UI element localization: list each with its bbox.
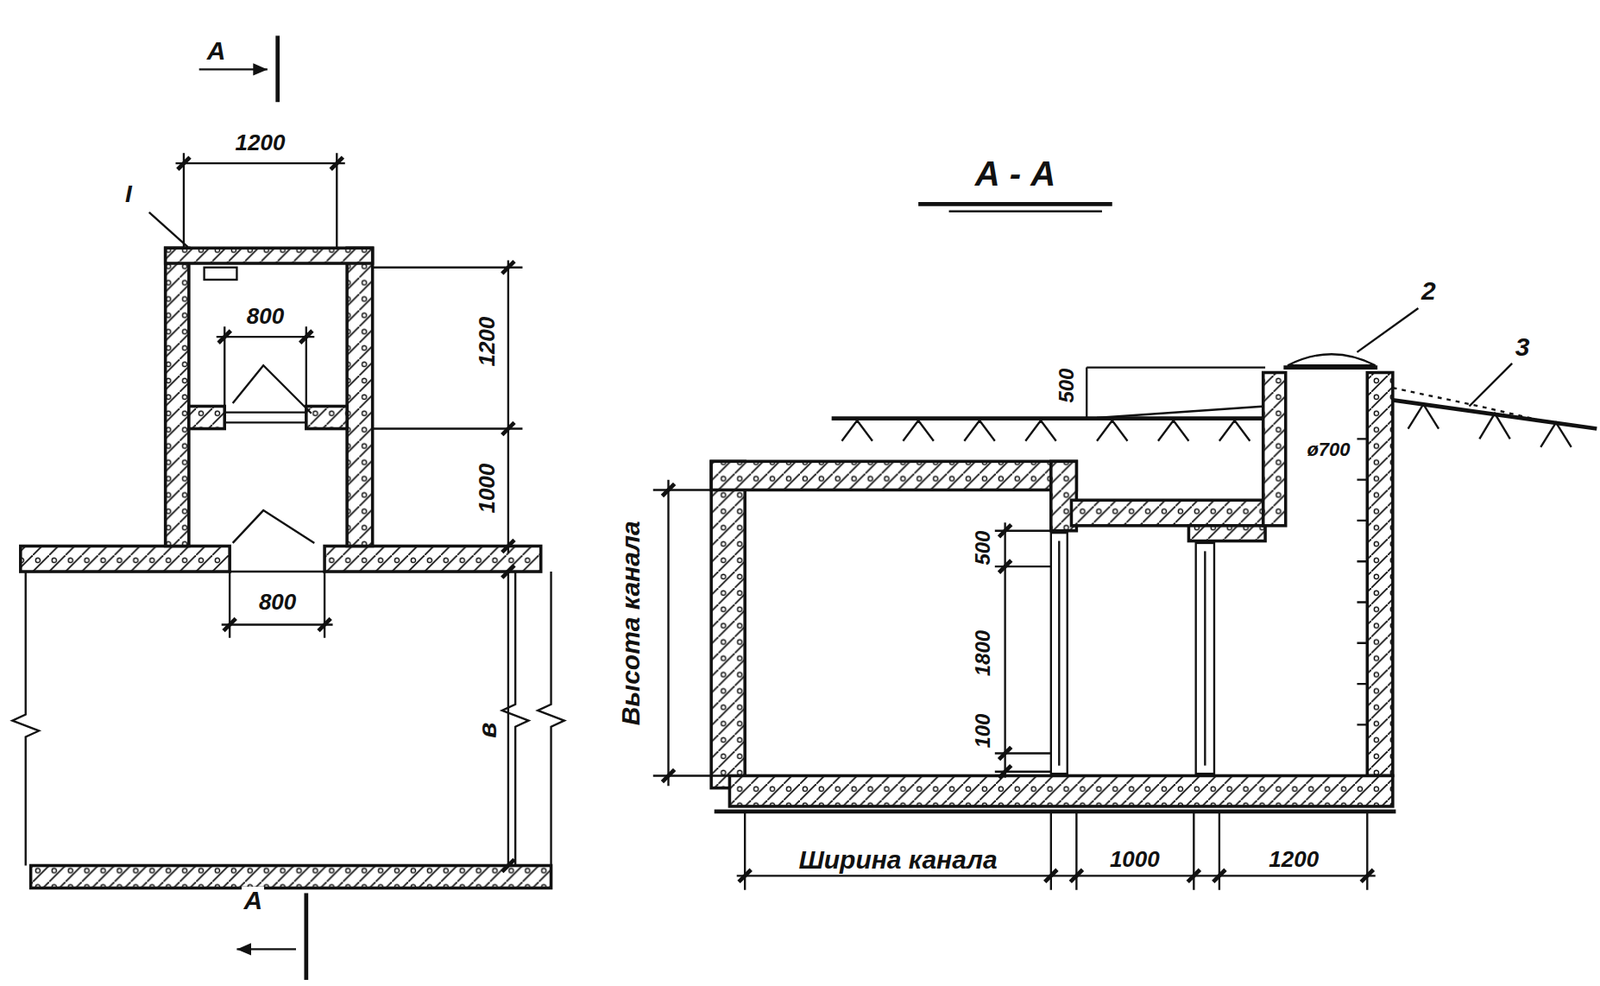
callout-number: 3 [1513, 333, 1532, 361]
drawing-line [221, 571, 334, 638]
drawing-line [275, 35, 280, 102]
drawing-line [1392, 387, 1541, 421]
drawing-line [1051, 532, 1068, 774]
drawing-line [1287, 353, 1376, 366]
drawing-line [233, 510, 315, 543]
drawing-line [653, 479, 731, 787]
drawing-line [306, 406, 347, 429]
drawing-line [995, 522, 1052, 778]
drawing-line [502, 565, 515, 872]
dimension-label: Высота канала [617, 518, 645, 727]
dimension-label: 800 [257, 590, 298, 614]
callout-number: 2 [1419, 277, 1438, 305]
drawing-line [165, 247, 373, 264]
drawing-line [537, 571, 565, 865]
drawing-line [1070, 499, 1266, 526]
dimension-label: 800 [245, 304, 286, 328]
drawing-line [218, 330, 313, 343]
drawing-line [1058, 541, 1060, 766]
drawing-line [20, 545, 230, 572]
drawing-line [236, 942, 252, 955]
drawing-line [1196, 542, 1215, 774]
section-title: А - А [973, 155, 1058, 192]
drawing-line [999, 524, 1012, 778]
section-letter: А [205, 37, 228, 65]
drawing-line [1188, 525, 1266, 542]
drawing-line [1263, 372, 1286, 526]
drawing-line [216, 326, 315, 406]
dimension-label: 1200 [1266, 847, 1321, 871]
plan-view [12, 35, 565, 980]
drawing-line [12, 571, 39, 865]
drawing-line [372, 259, 542, 553]
drawing-line [507, 571, 510, 865]
dimension-label: 1200 [476, 314, 500, 369]
drawing-line [1356, 308, 1418, 353]
drawing-line [1283, 365, 1378, 370]
drawing-line [1469, 363, 1513, 407]
drawing-line [918, 201, 1113, 207]
dimension-label: 1000 [476, 460, 500, 515]
dimension-label: 1000 [1108, 847, 1162, 871]
drawing-line [233, 365, 312, 414]
dimension-label: 100 [971, 711, 994, 750]
drawing-line [175, 152, 345, 248]
section-view [653, 203, 1598, 889]
dimension-label: ø700 [1304, 439, 1352, 460]
dimension-label: Ширина канала [796, 845, 999, 874]
drawing-line [1408, 403, 1572, 448]
drawing-line [949, 210, 1103, 213]
drawing-line [177, 157, 344, 170]
drawing-line [303, 892, 309, 979]
drawing-line [1366, 372, 1393, 776]
drawing-line [1356, 438, 1367, 725]
dimension-label: в [473, 719, 502, 739]
drawing-line [729, 774, 1393, 806]
dimension-label: 500 [1055, 366, 1078, 405]
drawing-line [711, 460, 745, 788]
drawing-line [229, 570, 325, 573]
drawing-line [223, 617, 331, 630]
drawing-line [502, 261, 515, 553]
drawing-line [149, 212, 189, 247]
drawing-line [841, 420, 1250, 441]
drawing-line [346, 247, 373, 546]
dimension-label: 1800 [971, 628, 994, 678]
dimension-label: 1200 [233, 131, 288, 155]
drawing-line [661, 483, 675, 782]
drawing-line [714, 808, 1397, 813]
section-letter: А [241, 886, 265, 914]
drawing-line [831, 415, 1266, 421]
drawing-line [1203, 550, 1206, 765]
drawing-line [502, 571, 530, 865]
drawing-line [1086, 367, 1266, 419]
drawing-line [737, 811, 1376, 890]
callout-number: I [123, 181, 134, 207]
drawing-line [204, 267, 238, 280]
drawing-line [224, 412, 307, 423]
drawing-line [165, 247, 189, 546]
dimension-label: 500 [971, 529, 994, 567]
drawing-line [711, 460, 1077, 490]
drawing-line [188, 406, 225, 429]
drawing-line [31, 865, 552, 889]
drawing-line [252, 62, 268, 76]
